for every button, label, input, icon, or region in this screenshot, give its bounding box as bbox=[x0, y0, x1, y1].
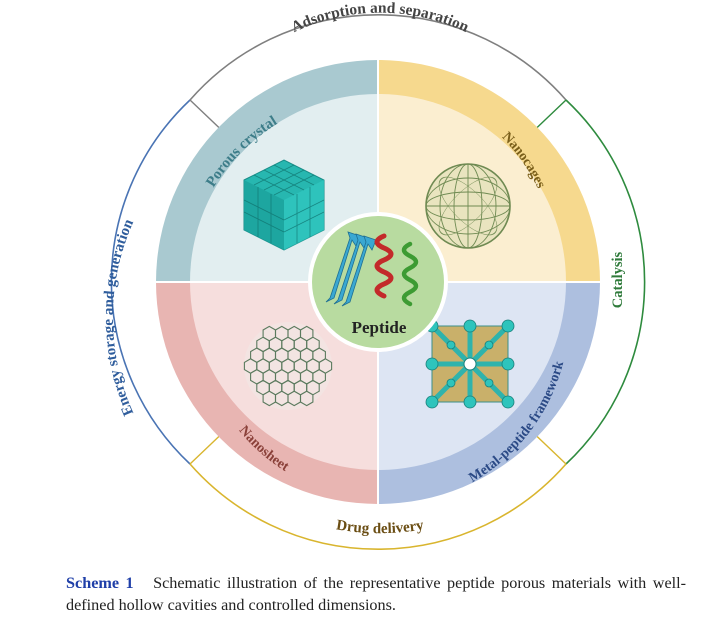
porous-crystal-image bbox=[243, 159, 325, 251]
nanocage-image bbox=[425, 163, 511, 249]
ring-label-adsorption: Adsorption and separation bbox=[289, 0, 472, 36]
ring-arc-drug-delivery bbox=[189, 463, 567, 550]
peptide-center: Peptide bbox=[308, 212, 448, 352]
ring-arc-adsorption bbox=[189, 14, 567, 101]
nanosheet-image bbox=[243, 322, 333, 410]
caption-text: Schematic illustration of the representa… bbox=[66, 574, 687, 614]
ring-label-drug-delivery: Drug delivery bbox=[335, 517, 425, 537]
red-helix-image bbox=[374, 233, 394, 299]
ring-arc-catalysis bbox=[565, 99, 646, 465]
green-helix-image bbox=[401, 241, 419, 307]
peptide-label: Peptide bbox=[352, 318, 407, 337]
caption-label: Scheme 1 bbox=[66, 574, 134, 592]
application-ring bbox=[110, 14, 646, 550]
mpf-image bbox=[425, 319, 515, 409]
ring-label-catalysis: Catalysis bbox=[610, 251, 626, 308]
figure-caption: Scheme 1 Schematic illustration of the r… bbox=[66, 572, 686, 616]
ring-label-energy: Energy storage and generation bbox=[101, 216, 138, 418]
hexagon-cell bbox=[299, 390, 314, 407]
beta-sheet-image bbox=[325, 231, 377, 307]
scheme-diagram: Peptide Porous crystal Nanocages Metal-p… bbox=[101, 0, 646, 550]
ring-arc-energy bbox=[110, 99, 191, 465]
